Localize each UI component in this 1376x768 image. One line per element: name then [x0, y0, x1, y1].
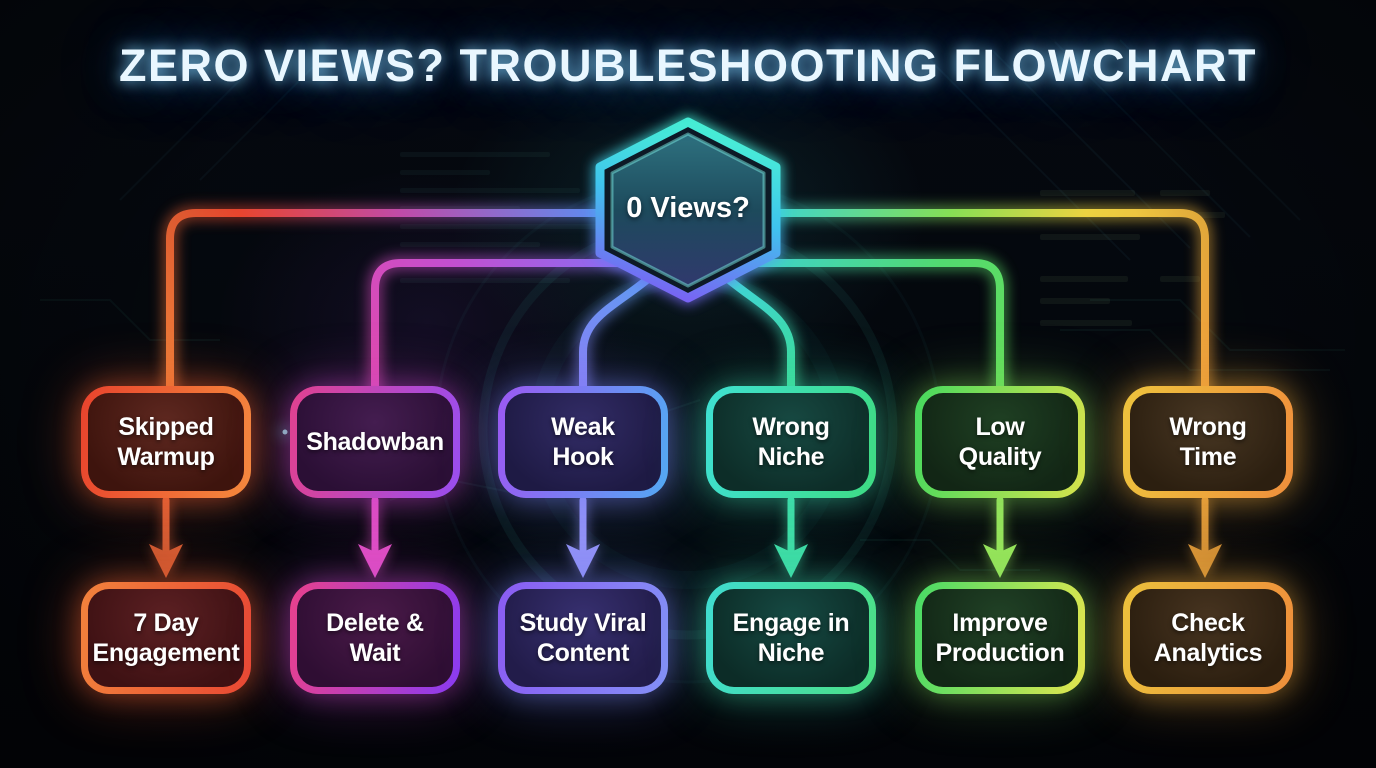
diagonal-hatch	[119, 39, 1301, 261]
solution-label: Analytics	[1153, 639, 1263, 667]
solution-label: Wait	[349, 639, 401, 667]
connector-wrong-time	[770, 209, 1209, 394]
cause-label: Quality	[958, 443, 1042, 471]
solution-label: Production	[935, 639, 1065, 667]
arrow-low-quality-down	[983, 495, 1017, 578]
connectors	[162, 205, 1213, 398]
arrow-skipped-warmup-down	[149, 495, 183, 578]
root-node-label: 0 Views?	[626, 192, 750, 224]
solution-label: Delete &	[326, 609, 424, 637]
cause-label: Niche	[757, 443, 825, 471]
solution-label: Niche	[757, 639, 825, 667]
cause-label: Time	[1179, 443, 1237, 471]
cause-box-shadowban: Shadowban	[290, 386, 460, 498]
arrow-weak-hook-down	[566, 495, 600, 578]
cause-label: Warmup	[117, 443, 215, 471]
solution-label: Engage in	[732, 609, 850, 637]
sparkle	[277, 424, 293, 440]
arrow-wrong-niche-down	[774, 495, 808, 578]
arrows	[149, 495, 1222, 578]
cause-label: Wrong	[752, 413, 830, 441]
solution-label: 7 Day	[133, 609, 199, 637]
connector-skipped-warmup	[166, 209, 606, 394]
cause-label: Weak	[551, 413, 615, 441]
cause-label: Shadowban	[306, 428, 444, 456]
root-hexagon	[593, 115, 783, 305]
solution-box-delete-and-wait: Delete &Wait	[290, 582, 460, 694]
connector-low-quality	[750, 259, 1004, 394]
arrow-shadowban-down	[358, 495, 392, 578]
solution-label: Improve	[952, 609, 1048, 637]
arrow-wrong-time-down	[1188, 495, 1222, 578]
cause-label: Hook	[552, 443, 614, 471]
solution-label: Check	[1171, 609, 1245, 637]
page-title: ZERO VIEWS? TROUBLESHOOTING FLOWCHART	[119, 40, 1257, 91]
solution-label: Study Viral	[519, 609, 647, 637]
cause-label: Wrong	[1169, 413, 1247, 441]
cause-label: Low	[975, 413, 1025, 441]
solution-label: Content	[536, 639, 630, 667]
cause-label: Skipped	[118, 413, 214, 441]
connector-weak-hook	[579, 275, 652, 394]
connector-wrong-niche	[724, 275, 795, 394]
solution-label: Engagement	[92, 639, 240, 667]
connector-shadowban	[371, 259, 626, 394]
